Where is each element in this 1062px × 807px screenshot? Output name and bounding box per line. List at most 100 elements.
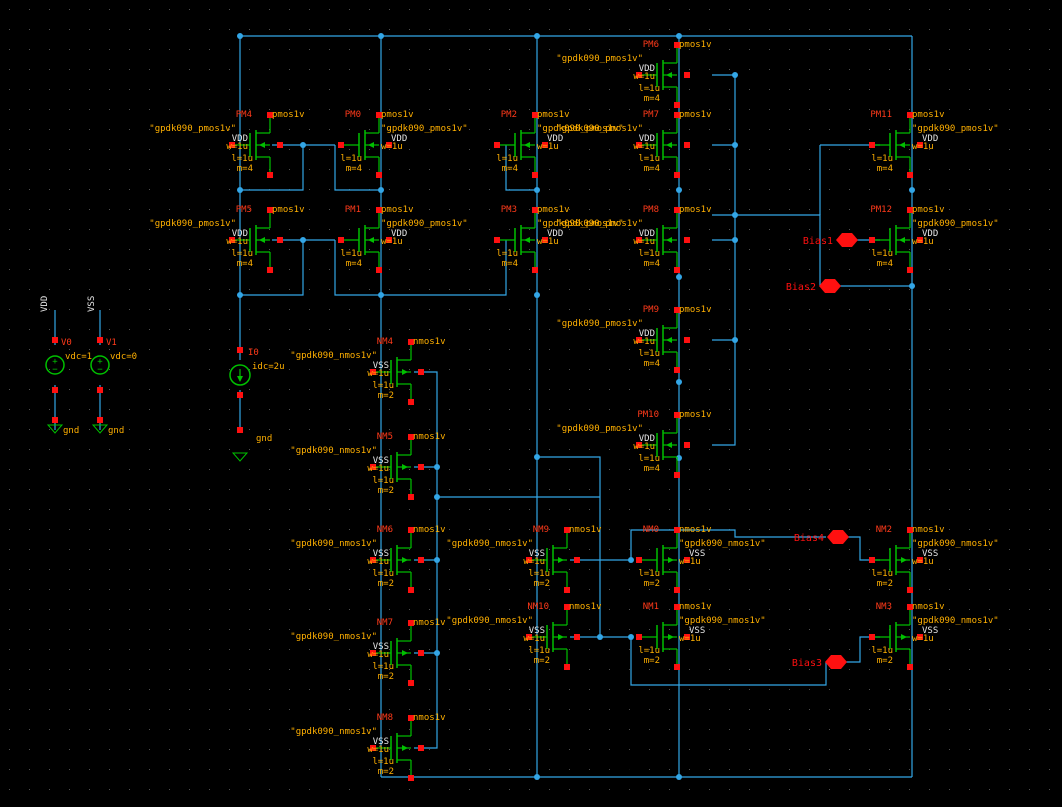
cell-name: pmos1v [679, 410, 712, 420]
model-name: "gpdk090_pmos1v" [912, 219, 999, 229]
mosfet-pm10 [636, 412, 690, 478]
pin-marker [338, 237, 344, 243]
length-param: l=1u [871, 154, 893, 164]
mult-param: m=4 [877, 259, 893, 269]
mult-param: m=2 [644, 579, 660, 589]
mult-param: m=2 [534, 656, 550, 666]
bulk-net: VSS [373, 642, 389, 652]
cell-name: pmos1v [679, 305, 712, 315]
pin-marker [869, 237, 875, 243]
length-param: l=1u [231, 249, 253, 259]
mosfet-pm5 [229, 207, 283, 273]
length-param: l=1u [638, 249, 660, 259]
mosfet-pm11 [869, 112, 923, 178]
model-name: "gpdk090_pmos1v" [537, 219, 624, 229]
pin-marker [917, 634, 923, 640]
length-param: l=1u [528, 646, 550, 656]
width-param: w=1u [226, 237, 248, 247]
mult-param: m=4 [877, 164, 893, 174]
bulk-net: VSS [373, 456, 389, 466]
pin-marker [532, 112, 538, 118]
model-name: "gpdk090_nmos1v" [290, 446, 377, 456]
arrow [666, 337, 672, 343]
model-name: "gpdk090_pmos1v" [381, 219, 468, 229]
instance-name: PM2 [501, 110, 517, 120]
bulk-net: VDD [547, 134, 563, 144]
cell-name: nmos1v [413, 713, 446, 723]
mosfet-pm2 [494, 112, 548, 178]
width-param: w=1u [679, 634, 701, 644]
bulk-net: VDD [391, 229, 407, 239]
arrow [668, 634, 674, 640]
wire [712, 74, 736, 446]
wire [334, 145, 381, 191]
length-param: l=1u [231, 154, 253, 164]
instance-name: NM8 [377, 713, 393, 723]
pin-marker [532, 207, 538, 213]
pin-marker [52, 337, 58, 343]
pin-marker [917, 237, 923, 243]
junction-dot [300, 142, 306, 148]
width-param: w=1u [633, 337, 655, 347]
bulk-net: VSS [529, 626, 545, 636]
cell-name: nmos1v [413, 618, 446, 628]
length-param: l=1u [638, 569, 660, 579]
junction-dot [534, 292, 540, 298]
pin-marker [907, 267, 913, 273]
pin-marker [370, 650, 376, 656]
pin-marker [408, 680, 414, 686]
pin-marker [636, 557, 642, 563]
bulk-net: VDD [639, 329, 655, 339]
source-name: V0 [61, 338, 72, 348]
bulk-net: VDD [391, 134, 407, 144]
pin-marker [636, 142, 642, 148]
minus-sign: − [97, 365, 103, 375]
width-param: w=1u [226, 142, 248, 152]
pin-marker [684, 72, 690, 78]
pin-marker [526, 634, 532, 640]
mult-param: m=4 [237, 259, 253, 269]
length-param: l=1u [871, 249, 893, 259]
instance-name: PM5 [236, 205, 252, 215]
arrow [666, 142, 672, 148]
bulk-net: VSS [922, 626, 938, 636]
bulk-net: VSS [373, 549, 389, 559]
ground-net: gnd [256, 434, 272, 444]
length-param: l=1u [496, 154, 518, 164]
width-param: w=1u [381, 237, 403, 247]
cell-name: nmos1v [413, 337, 446, 347]
model-name: "gpdk090_pmos1v" [556, 219, 643, 229]
pin-label: Bias4 [794, 533, 824, 544]
instance-name: NM0 [643, 525, 659, 535]
arrow [402, 745, 408, 751]
pin-marker [674, 367, 680, 373]
model-name: "gpdk090_nmos1v" [290, 539, 377, 549]
pin-marker [97, 387, 103, 393]
io-pin-bias2 [819, 279, 841, 293]
mosfet-nm10 [526, 604, 580, 670]
length-param: l=1u [372, 662, 394, 672]
pin-marker [907, 112, 913, 118]
length-param: l=1u [372, 569, 394, 579]
instance-name: NM4 [377, 337, 393, 347]
arrow [524, 142, 530, 148]
cell-name: pmos1v [679, 110, 712, 120]
pin-marker [370, 369, 376, 375]
pin-marker [684, 442, 690, 448]
arrow [666, 442, 672, 448]
model-name: "gpdk090_nmos1v" [290, 727, 377, 737]
model-name: "gpdk090_pmos1v" [149, 219, 236, 229]
mosfet-nm5 [370, 434, 424, 500]
pin-marker [237, 392, 243, 398]
model-name: "gpdk090_nmos1v" [290, 351, 377, 361]
mult-param: m=2 [877, 579, 893, 589]
pin-marker [277, 237, 283, 243]
mult-param: m=2 [534, 579, 550, 589]
mult-param: m=4 [644, 359, 660, 369]
cell-name: nmos1v [679, 602, 712, 612]
bulk-net: VDD [922, 134, 938, 144]
mosfet-nm0 [636, 527, 690, 593]
voltage-source-0: +− [45, 337, 65, 434]
wire [505, 145, 537, 191]
